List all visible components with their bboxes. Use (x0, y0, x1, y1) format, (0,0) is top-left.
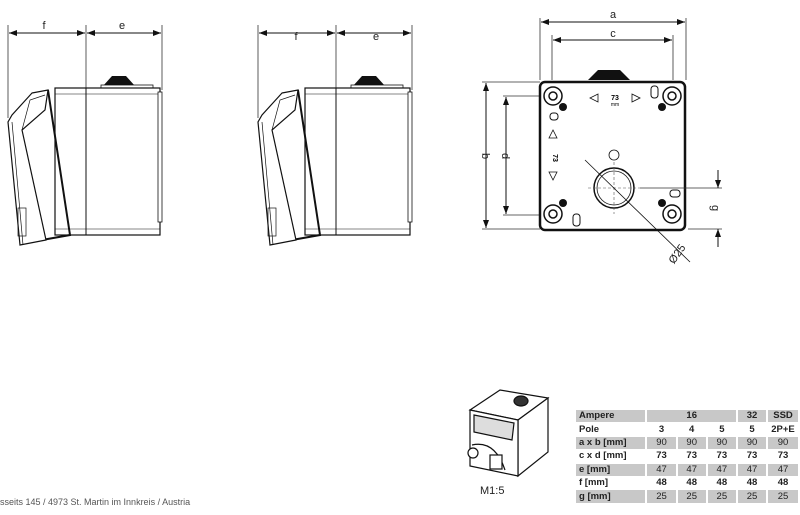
table-cell: 90 (677, 436, 706, 450)
row-label: f [mm] (579, 477, 609, 489)
table-cell: 25 (677, 490, 706, 503)
table-cell: 2P+E (771, 423, 795, 435)
row-label: a x b [mm] (576, 436, 646, 450)
table-cell: 73 (656, 450, 667, 462)
table-cell: 25 (768, 490, 798, 503)
table-cell: 90 (737, 436, 767, 450)
header-label: Ampere (576, 410, 646, 423)
table-cell: 73 (686, 450, 697, 462)
front-view (482, 18, 722, 263)
dim-f-label: f (294, 31, 298, 43)
table-row: Pole 3 4 5 5 2P+E (576, 423, 798, 435)
header-ssd: SSD (768, 410, 798, 423)
table-cell: 47 (768, 463, 798, 476)
table-cell: 48 (746, 477, 758, 489)
table-header-row: Ampere 16 32 SSD (576, 410, 798, 423)
table-cell: 25 (707, 490, 736, 503)
table-cell: 48 (777, 477, 789, 489)
footer-address: sseits 145 / 4973 St. Martin im Innkreis… (0, 497, 191, 507)
table-cell: 5 (749, 423, 755, 435)
table-cell: 47 (647, 463, 676, 476)
dim-diameter-label: Ø25 (667, 242, 689, 266)
table-cell: 4 (689, 423, 695, 435)
table-cell: 25 (647, 490, 676, 503)
table-cell: 48 (686, 477, 697, 489)
dim-a-label: a (610, 9, 617, 21)
table-cell: 90 (707, 436, 736, 450)
table-row: f [mm] 48 48 48 48 48 (576, 477, 798, 489)
row-label: e [mm] (576, 463, 646, 476)
row-label: Pole (579, 423, 600, 435)
header-32: 32 (737, 410, 767, 423)
dim-f-label: f (42, 20, 46, 32)
scale-label: M1:5 (480, 485, 505, 497)
dim-d-label: d (499, 153, 511, 159)
table-row: c x d [mm] 73 73 73 73 73 (576, 450, 798, 462)
dim-c-label: c (610, 28, 616, 40)
table-cell: 90 (768, 436, 798, 450)
dim-e-label: e (119, 20, 125, 32)
side-view-2 (258, 25, 412, 245)
front-v-label: 73 (551, 154, 558, 162)
table-cell: 3 (658, 423, 665, 435)
table-cell: 73 (746, 450, 758, 462)
table-cell: 48 (656, 477, 667, 489)
front-h-label: 73 (611, 95, 619, 102)
table-cell: 73 (716, 450, 728, 462)
table-cell: 25 (737, 490, 767, 503)
table-cell: 47 (707, 463, 736, 476)
front-h-unit: mm (611, 102, 619, 108)
header-16: 16 (647, 410, 736, 423)
row-label: g [mm] (576, 490, 646, 503)
table-cell: 73 (777, 450, 789, 462)
isometric-view (467, 389, 550, 478)
table-cell: 47 (677, 463, 706, 476)
table-cell: 47 (737, 463, 767, 476)
table-cell: 5 (719, 423, 725, 435)
row-label: c x d [mm] (579, 450, 627, 462)
table-cell: 48 (716, 477, 728, 489)
dim-g-label: g (709, 205, 721, 211)
table-cell: 90 (647, 436, 676, 450)
dim-b-label: b (479, 153, 491, 159)
side-view-1 (8, 25, 162, 245)
dim-e-label: e (373, 31, 379, 43)
